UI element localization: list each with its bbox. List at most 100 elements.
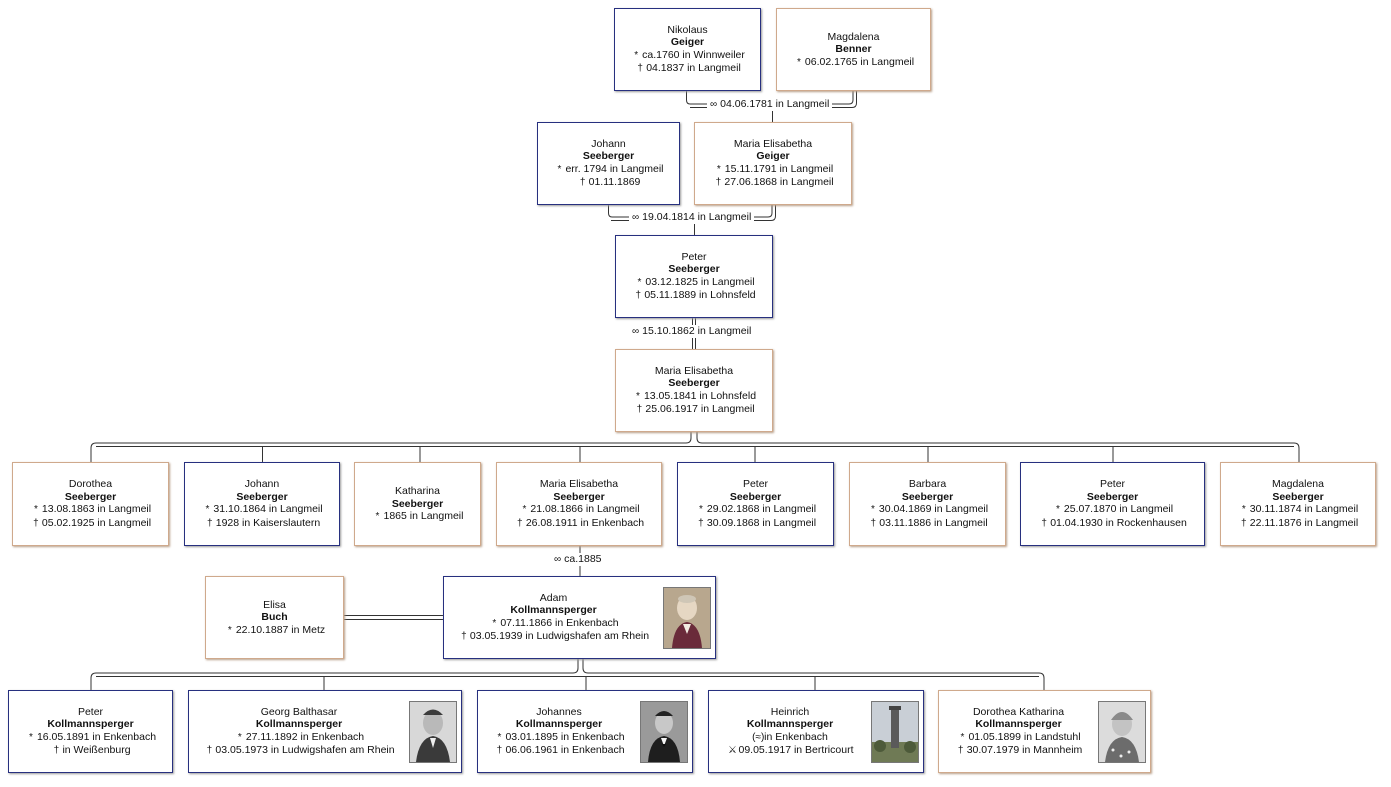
given-name: Elisa (263, 598, 286, 611)
given-name: Maria Elisabetha (733, 137, 813, 150)
marriage-ring-icon: ∞ (710, 99, 718, 110)
life-event: †26.08.1911 in Enkenbach (497, 517, 661, 531)
portrait-man-suit[interactable] (409, 700, 457, 763)
event-text: 01.05.1899 in Landstuhl (968, 730, 1081, 743)
life-event: *13.05.1841 in Lohnsfeld (616, 390, 772, 404)
surname: Seeberger (1272, 490, 1324, 503)
death-icon: † (33, 517, 39, 529)
given-name: Dorothea Katharina (972, 705, 1065, 718)
birth-icon: * (1241, 504, 1246, 515)
event-text: 30.11.1874 in Langmeil (1249, 503, 1359, 515)
memorial-tower-photo[interactable] (871, 700, 919, 763)
event-text: 29.02.1868 in Langmeil (706, 503, 817, 515)
death-icon: † (461, 631, 467, 642)
life-event: *03.12.1825 in Langmeil (616, 276, 772, 290)
birth-icon: * (497, 731, 502, 743)
event-text: 16.05.1891 in Enkenbach (36, 730, 157, 743)
life-event: *13.08.1863 in Langmeil (13, 503, 168, 517)
death-icon: † (715, 177, 722, 188)
portrait-elderly-woman[interactable] (1098, 700, 1146, 763)
given-name: Johann (591, 137, 626, 150)
surname: Seeberger (64, 490, 117, 503)
given-name: Maria Elisabetha (539, 478, 619, 490)
death-icon: † (517, 517, 523, 529)
life-event: †06.06.1961 in Enkenbach (478, 744, 640, 758)
surname: Seeberger (391, 497, 444, 510)
given-name: Dorothea (68, 478, 113, 490)
life-event: †01.11.1869 (538, 176, 679, 190)
death-icon: † (636, 404, 643, 415)
given-name: Magdalena (1272, 478, 1324, 490)
event-text: 06.06.1961 in Enkenbach (505, 744, 625, 756)
event-text: in Enkenbach (764, 730, 828, 743)
portrait-young-man[interactable] (640, 700, 688, 763)
event-text: 05.02.1925 in Langmeil (41, 516, 152, 529)
event-text: 01.04.1930 in Rockenhausen (1050, 516, 1187, 529)
life-event: *25.07.1870 in Langmeil (1021, 503, 1204, 517)
life-event: *07.11.1866 in Enkenbach (444, 617, 663, 631)
life-event: *1865 in Langmeil (355, 510, 480, 524)
death-icon: † (957, 745, 964, 756)
portrait-elderly-man[interactable] (663, 586, 711, 649)
event-text: 21.08.1866 in Langmeil (530, 503, 640, 515)
life-event: †1928 in Kaiserslautern (185, 517, 339, 531)
marriage-ring-icon: ∞ (632, 326, 640, 337)
death-icon: † (206, 745, 213, 756)
event-text: 03.12.1825 in Langmeil (645, 275, 755, 288)
death-icon: † (1241, 517, 1247, 529)
given-name: Peter (77, 705, 104, 718)
birth-icon: * (33, 504, 38, 515)
surname: Kollmannsperger (746, 718, 834, 730)
birth-icon: * (1055, 504, 1060, 515)
given-name: Katharina (395, 484, 440, 497)
life-event: †05.11.1889 in Lohnsfeld (616, 289, 772, 303)
life-event: †03.05.1939 in Ludwigshafen am Rhein (444, 630, 663, 644)
marriage-label: ∞04.06.1781 in Langmeil (707, 98, 833, 111)
event-text: 27.11.1892 in Enkenbach (245, 730, 365, 743)
given-name: Johannes (536, 705, 582, 718)
marriage-ring-icon: ∞ (554, 554, 562, 565)
event-text: 13.08.1863 in Langmeil (41, 503, 152, 515)
surname: Seeberger (729, 490, 782, 503)
surname: Kollmannsperger (47, 718, 134, 730)
event-text: 04.1837 in Langmeil (646, 62, 741, 74)
event-text: 06.02.1765 in Langmeil (804, 55, 915, 68)
death-icon: † (1041, 517, 1047, 529)
event-text: 30.04.1869 in Langmeil (878, 503, 989, 515)
